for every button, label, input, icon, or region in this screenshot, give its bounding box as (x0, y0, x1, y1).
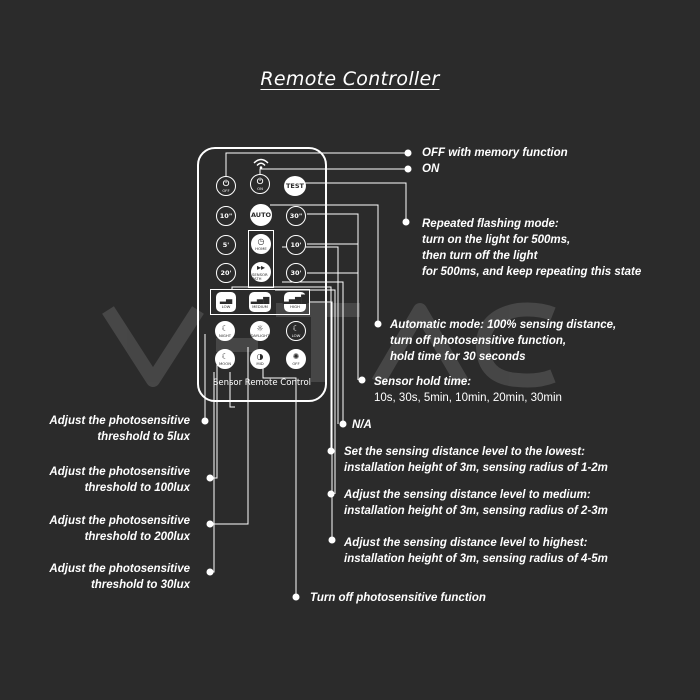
remote-control-body (197, 147, 327, 402)
callout-automatic-mode: Automatic mode: 100% sensing distance, t… (390, 319, 617, 363)
power-icon: ⏻ (222, 178, 230, 188)
night-5lux-button[interactable]: ☾ NIGHT (215, 321, 235, 341)
home-button[interactable]: ◷ HOME (251, 234, 271, 254)
page-title: Remote Controller (260, 68, 440, 90)
path-arrows-icon: ▸▸ (256, 262, 266, 272)
callout-threshold-30lux: Adjust the photosensitive threshold to 3… (49, 563, 190, 591)
remote-caption: Sensor Remote Control (212, 378, 312, 388)
callout-off-memory: OFF with memory function (422, 147, 568, 159)
callout-flashing-mode: Repeated flashing mode: turn on the ligh… (422, 218, 642, 278)
signal-bars-icon: ▂▄ (219, 294, 233, 304)
callout-on: ON (422, 163, 440, 175)
hold-20min-button[interactable]: 20' (216, 263, 236, 283)
vtac-watermark-logo (102, 302, 556, 388)
wireless-signal-icon (253, 158, 269, 169)
hold-30min-button[interactable]: 30' (286, 263, 306, 283)
sun-icon: ☼ (256, 323, 264, 333)
distance-low-button[interactable]: ▂▄ LOW (216, 292, 236, 312)
callout-threshold-5lux: Adjust the photosensitive threshold to 5… (49, 415, 190, 443)
callout-na: N/A (352, 419, 372, 431)
hold-5min-button[interactable]: 5' (216, 235, 236, 255)
callout-distance-medium: Adjust the sensing distance level to med… (344, 489, 608, 517)
callout-photosensitive-off: Turn off photosensitive function (310, 592, 486, 604)
moon-icon: ☾ (221, 323, 229, 333)
sun-icon: ✺ (292, 351, 300, 361)
photosensitive-off-button[interactable]: ✺ OFF (286, 349, 306, 369)
callout-hold-time: Sensor hold time: 10s, 30s, 5min, 10min,… (374, 376, 562, 404)
callout-threshold-200lux: Adjust the photosensitive threshold to 2… (49, 515, 190, 543)
distance-medium-button[interactable]: ▂▄▆ MEDIUM (249, 292, 271, 312)
hold-30s-button[interactable]: 30" (286, 206, 306, 226)
auto-button[interactable]: AUTO (250, 204, 272, 226)
signal-bars-icon: ▂▄▆█ (282, 294, 308, 304)
distance-high-button[interactable]: ▂▄▆█ HIGH (282, 292, 308, 312)
moon-icon: ☾ (292, 323, 300, 333)
half-sun-icon: ◑ (256, 351, 264, 361)
home-sensorpath-group (248, 230, 274, 288)
test-button[interactable]: TEST (284, 176, 306, 196)
hold-10min-button[interactable]: 10' (286, 235, 306, 255)
signal-bars-icon: ▂▄▆ (250, 294, 270, 304)
on-button[interactable]: ⏻ ON (250, 174, 270, 194)
hold-10s-button[interactable]: 10" (216, 206, 236, 226)
daylight-200lux-button[interactable]: ☼ DAYLIGHT (250, 321, 270, 341)
mid-100lux-button[interactable]: ◑ MID (250, 349, 270, 369)
clock-icon: ◷ (257, 236, 265, 246)
moon-30lux-button[interactable]: ☾ MOON (215, 349, 235, 369)
moon-sun-icon: ☾ (221, 351, 229, 361)
power-icon: ⏻ (256, 176, 264, 186)
callout-distance-high: Adjust the sensing distance level to hig… (344, 537, 608, 565)
distance-button-group (210, 289, 310, 315)
callout-distance-low: Set the sensing distance level to the lo… (344, 446, 608, 474)
lux-low-button[interactable]: ☾ LOW (286, 321, 306, 341)
off-button[interactable]: ⏻ OFF (216, 176, 236, 196)
sensor-path-button[interactable]: ▸▸ SENSOR PATH (251, 262, 271, 282)
callout-threshold-100lux: Adjust the photosensitive threshold to 1… (49, 466, 190, 494)
